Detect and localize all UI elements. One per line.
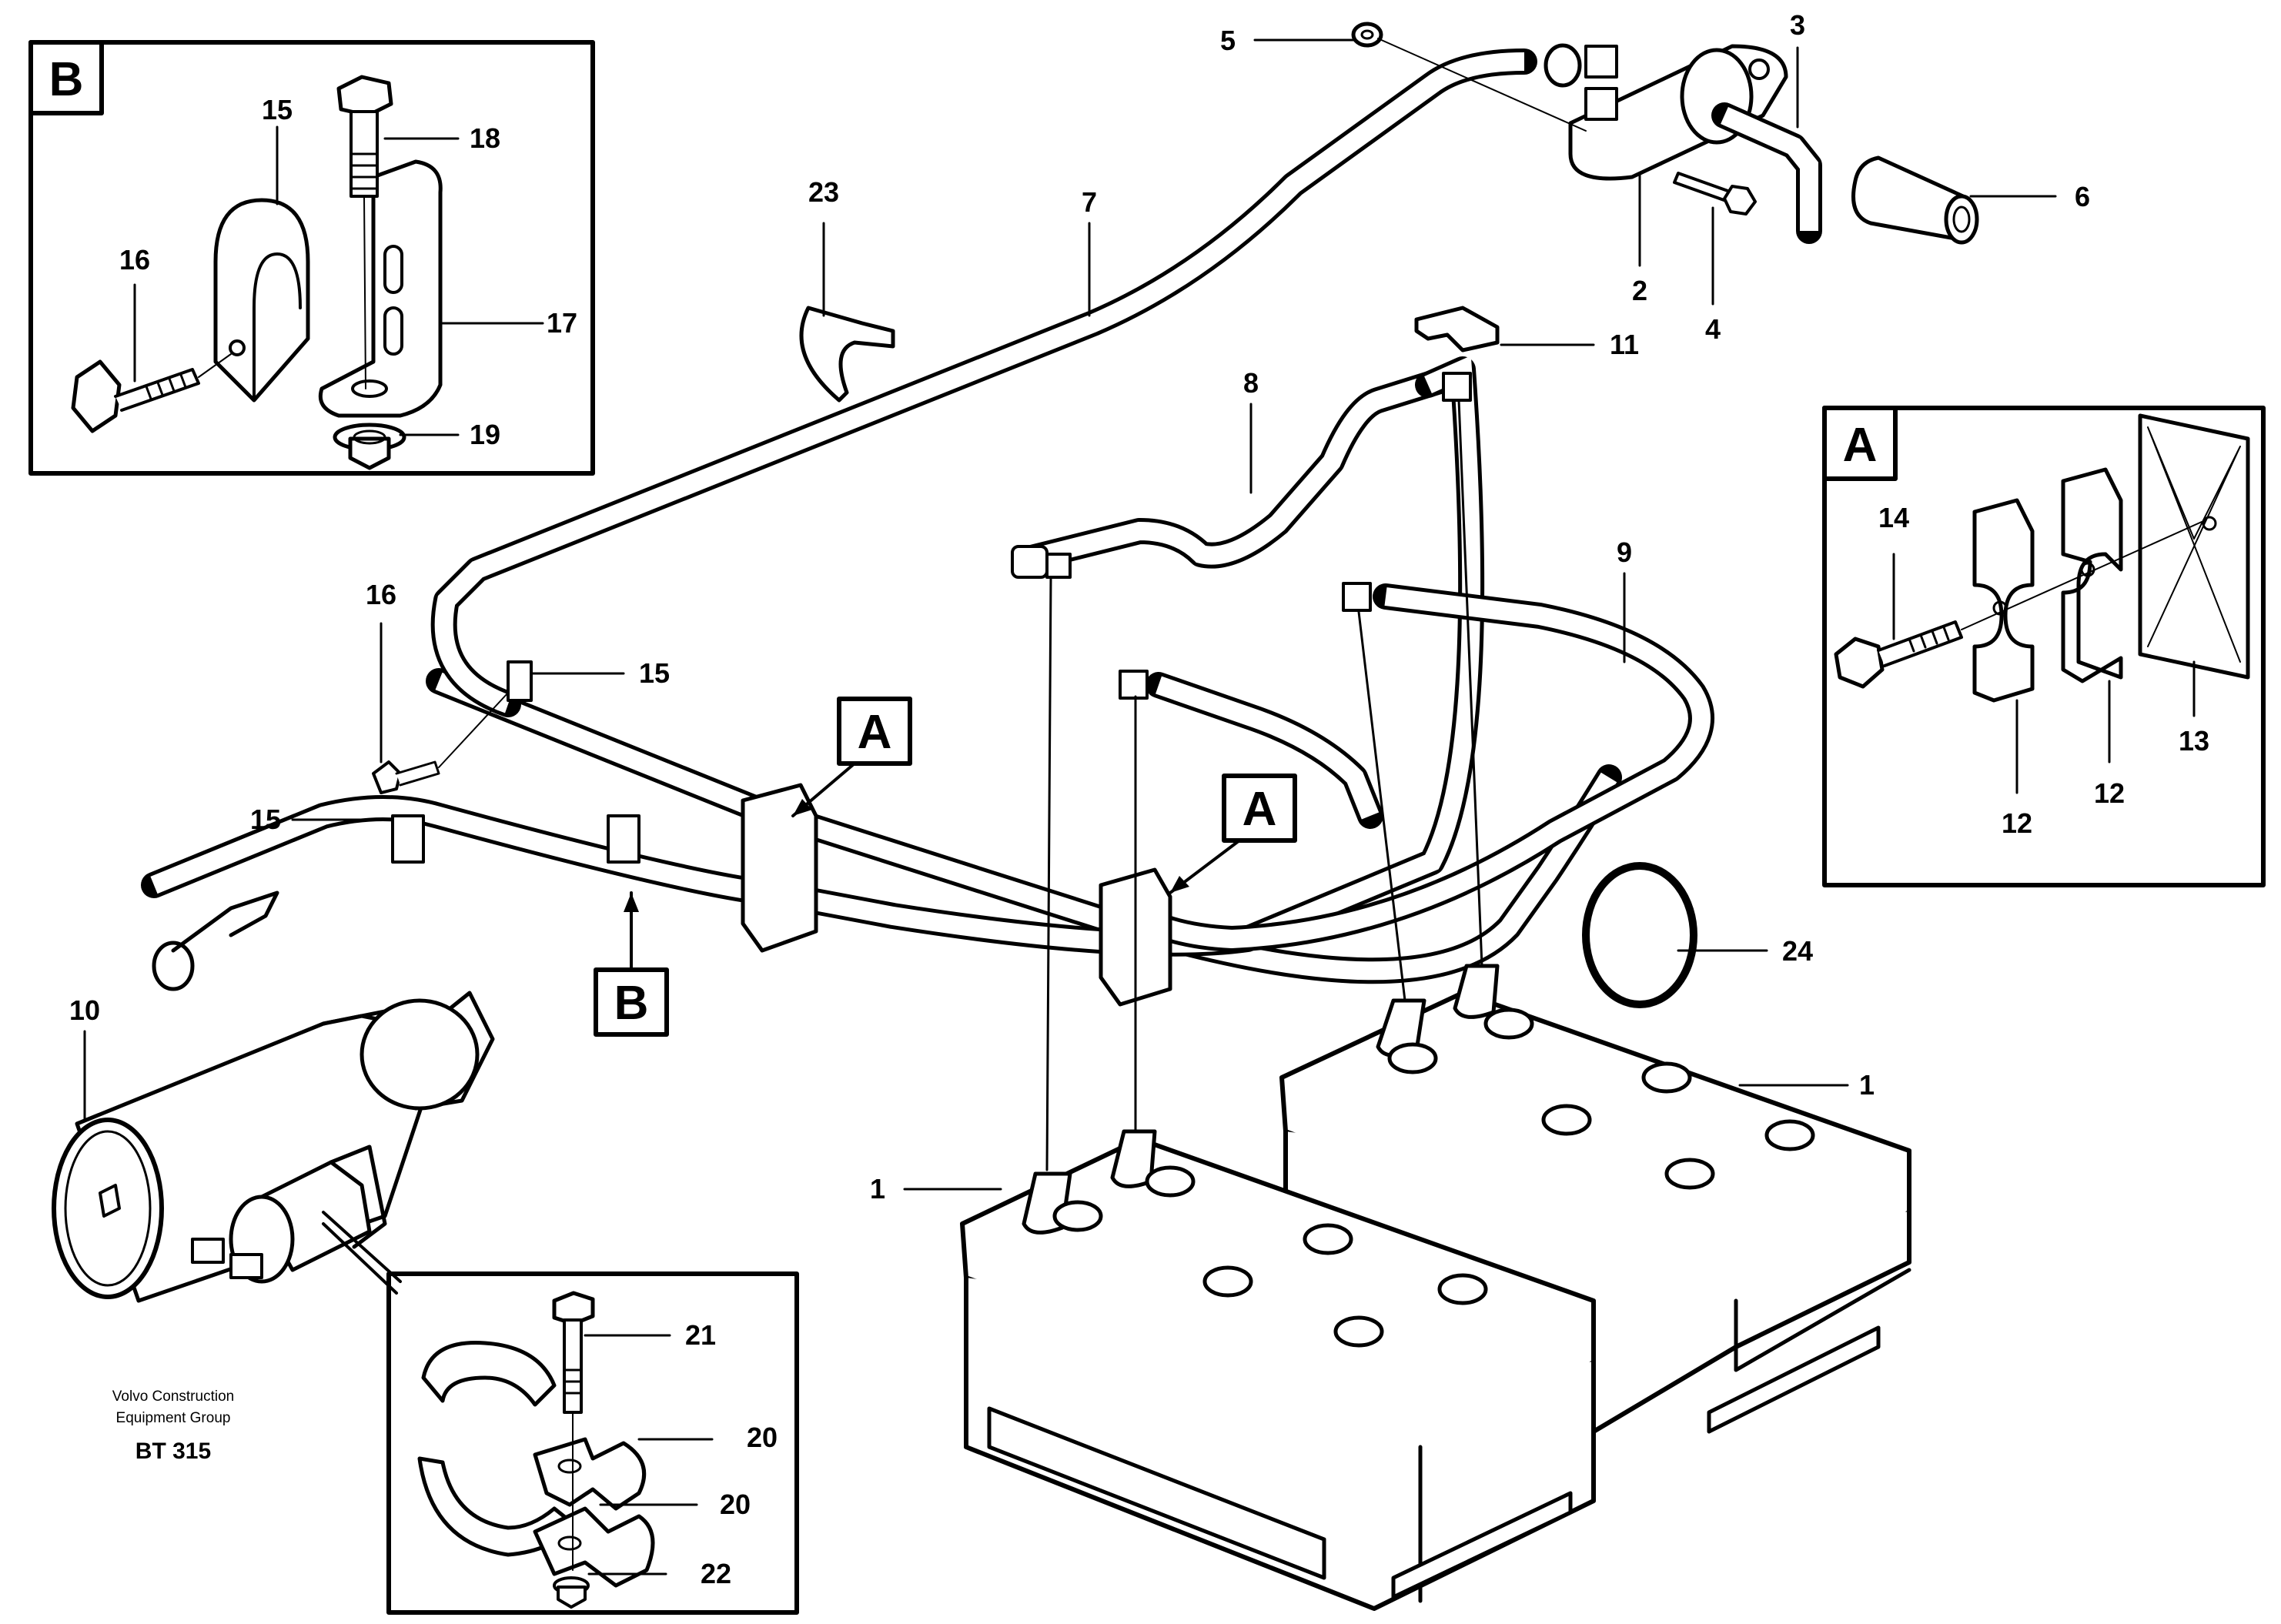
cable-lugs bbox=[152, 43, 1582, 991]
callout-23: 23 bbox=[808, 176, 839, 208]
callout-4: 4 bbox=[1705, 313, 1721, 345]
marker-a-2: A bbox=[1169, 774, 1297, 894]
callout-9: 9 bbox=[1617, 536, 1632, 568]
callout-1-front: 1 bbox=[870, 1173, 885, 1205]
ring-24-part bbox=[1582, 862, 1697, 1008]
credit-line-1: Volvo Construction bbox=[112, 1388, 234, 1405]
callout-16-main: 16 bbox=[366, 579, 396, 610]
boot-6-part bbox=[1851, 155, 1979, 245]
bolt-18-part bbox=[336, 75, 393, 389]
callout-1-rear: 1 bbox=[1859, 1069, 1875, 1101]
bolt-14-part bbox=[1834, 521, 2202, 689]
callout-19: 19 bbox=[470, 419, 500, 450]
credit-block: Volvo Construction Equipment Group BT 31… bbox=[112, 1388, 234, 1464]
cable-9 bbox=[1103, 583, 1714, 952]
clip-11-part bbox=[1414, 306, 1500, 353]
callout-5: 5 bbox=[1220, 25, 1236, 56]
tie-23-part bbox=[799, 306, 895, 403]
drawing-code: BT 315 bbox=[135, 1439, 211, 1464]
callout-12-right: 12 bbox=[2094, 777, 2125, 809]
callout-11: 11 bbox=[1610, 329, 1639, 360]
detail-clamp-box: 21 20 20 22 bbox=[386, 1271, 799, 1615]
callout-2: 2 bbox=[1632, 275, 1647, 306]
clamp-half-12-left bbox=[1972, 498, 2035, 703]
terminal-lines bbox=[1045, 399, 1483, 1171]
bolt-16-main-part bbox=[372, 692, 509, 794]
detail-a-box: A 14 12 12 13 bbox=[1822, 406, 2266, 887]
callout-18: 18 bbox=[470, 122, 500, 154]
bracket-17-part bbox=[318, 159, 443, 418]
callout-6: 6 bbox=[2075, 181, 2090, 212]
cable-8 bbox=[141, 356, 1485, 957]
starter-motor-10-part bbox=[52, 991, 495, 1303]
harness-clamps bbox=[391, 660, 1172, 1007]
clamp-15-part bbox=[213, 198, 310, 403]
clamp-half-12-right bbox=[2061, 467, 2123, 683]
detail-b-box: B bbox=[28, 40, 595, 476]
nut-19-part bbox=[333, 423, 406, 470]
callout-20-top: 20 bbox=[747, 1422, 778, 1453]
callout-13: 13 bbox=[2179, 725, 2209, 757]
battery-1-front bbox=[960, 1129, 1596, 1611]
marker-a-1: A bbox=[791, 697, 912, 817]
main-leaders bbox=[291, 38, 2057, 1191]
callout-14: 14 bbox=[1878, 502, 1909, 533]
credit-line-2: Equipment Group bbox=[116, 1410, 231, 1426]
callout-24: 24 bbox=[1782, 935, 1813, 967]
callout-17: 17 bbox=[547, 307, 577, 339]
detail-a-letter: A bbox=[1843, 419, 1878, 472]
callout-16-b: 16 bbox=[119, 244, 150, 276]
callout-3: 3 bbox=[1790, 9, 1805, 41]
callout-15-upper: 15 bbox=[639, 657, 670, 689]
marker-b-letter: B bbox=[614, 977, 649, 1030]
switch-2-part bbox=[1568, 44, 1788, 181]
washer-5-part bbox=[1351, 22, 1587, 132]
callout-15-lower: 15 bbox=[250, 804, 281, 835]
callout-22: 22 bbox=[701, 1558, 731, 1589]
marker-b: B bbox=[594, 891, 669, 1037]
screw-4-part bbox=[1673, 172, 1757, 216]
callout-8: 8 bbox=[1243, 367, 1259, 399]
leader-detail-20 bbox=[322, 1211, 402, 1295]
detail-b-letter: B bbox=[49, 53, 84, 106]
callout-21: 21 bbox=[685, 1319, 716, 1351]
marker-a-2-letter: A bbox=[1243, 783, 1277, 836]
callout-15-b: 15 bbox=[262, 94, 293, 125]
callout-20-bottom: 20 bbox=[720, 1489, 751, 1520]
callout-10: 10 bbox=[69, 994, 100, 1026]
callout-12-left: 12 bbox=[2002, 807, 2032, 839]
marker-a-1-letter: A bbox=[858, 706, 892, 759]
bolt-16-part bbox=[71, 353, 232, 433]
callout-7: 7 bbox=[1082, 186, 1097, 218]
